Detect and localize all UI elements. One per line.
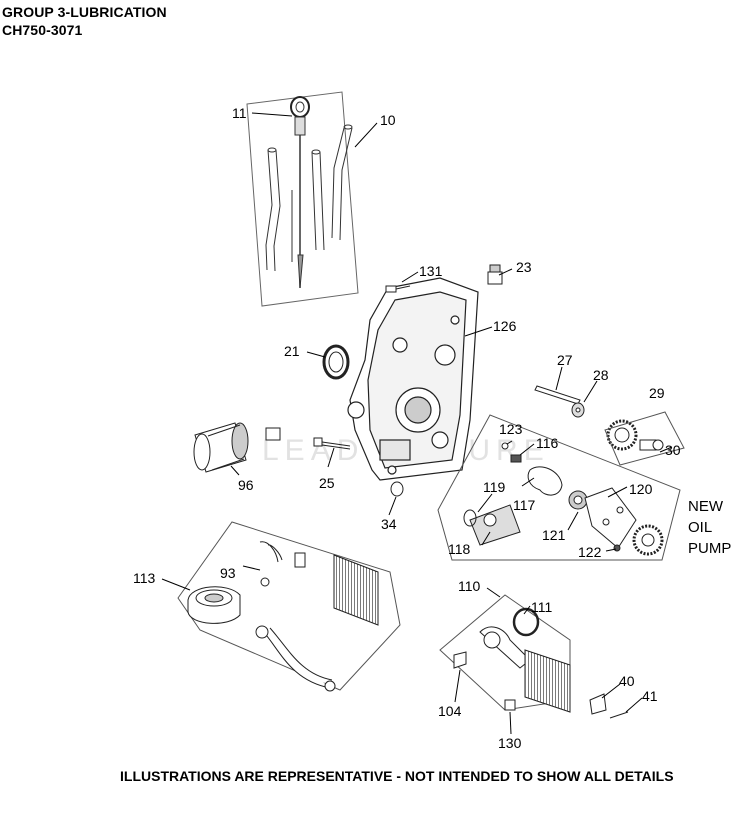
callout-119: 119 <box>483 479 506 495</box>
callout-29: 29 <box>649 385 665 401</box>
washer-28 <box>571 402 585 418</box>
callout-122: 122 <box>578 544 602 560</box>
callout-113: 113 <box>133 570 156 586</box>
callout-121: 121 <box>542 527 566 543</box>
oil-sender-23 <box>487 264 503 285</box>
callout-126: 126 <box>493 318 517 334</box>
callout-23: 23 <box>516 259 532 275</box>
callout-40: 40 <box>619 673 635 689</box>
callout-120: 120 <box>629 481 653 497</box>
callout-11: 11 <box>232 105 247 121</box>
oil-pump-parts <box>463 442 664 556</box>
leader-lines <box>161 112 673 735</box>
callout-123: 123 <box>499 421 523 437</box>
cooler-assembly-110 <box>453 607 629 719</box>
bolt-131 <box>385 285 411 293</box>
callout-118: 118 <box>448 541 471 557</box>
note-line-1: NEW <box>688 498 723 515</box>
o-ring-34 <box>390 481 404 497</box>
callout-130: 130 <box>498 735 522 751</box>
callout-41: 41 <box>642 688 658 704</box>
disclaimer-footer: ILLUSTRATIONS ARE REPRESENTATIVE - NOT I… <box>120 768 674 784</box>
callout-117: 117 <box>513 497 536 513</box>
oil-cooler-113 <box>187 541 379 692</box>
callout-21: 21 <box>284 343 300 359</box>
callout-27: 27 <box>557 352 573 368</box>
callout-30: 30 <box>665 442 681 458</box>
callout-93: 93 <box>220 565 236 581</box>
callout-116: 116 <box>536 435 559 451</box>
model-number: CH750-3071 <box>2 22 83 38</box>
note-line-3: PUMP <box>688 540 732 557</box>
new-oil-pump-kit-outline <box>437 414 681 561</box>
oil-cooler-kit-outline <box>177 521 401 691</box>
diagram-title: GROUP 3-LUBRICATION <box>2 4 167 20</box>
callout-110: 110 <box>458 578 481 594</box>
oil-filter-96 <box>193 422 249 473</box>
bolt-25 <box>313 437 351 450</box>
fitting-small <box>265 427 281 441</box>
shaft-27 <box>534 385 581 405</box>
note-line-2: OIL <box>688 519 713 536</box>
oil-seal-21 <box>322 344 350 380</box>
callout-104: 104 <box>438 703 462 719</box>
new-oil-pump-note: NEW OIL PUMP <box>688 496 731 559</box>
dipstick-tube-group <box>246 91 359 307</box>
callout-34: 34 <box>381 516 397 532</box>
closure-plate-126 <box>347 277 479 481</box>
callout-96: 96 <box>238 477 254 493</box>
callout-28: 28 <box>593 367 609 383</box>
callout-131: 131 <box>419 263 443 279</box>
callout-25: 25 <box>319 475 335 491</box>
callout-111: 111 <box>531 599 552 615</box>
callout-10: 10 <box>380 112 396 128</box>
gear-29 <box>606 419 664 451</box>
